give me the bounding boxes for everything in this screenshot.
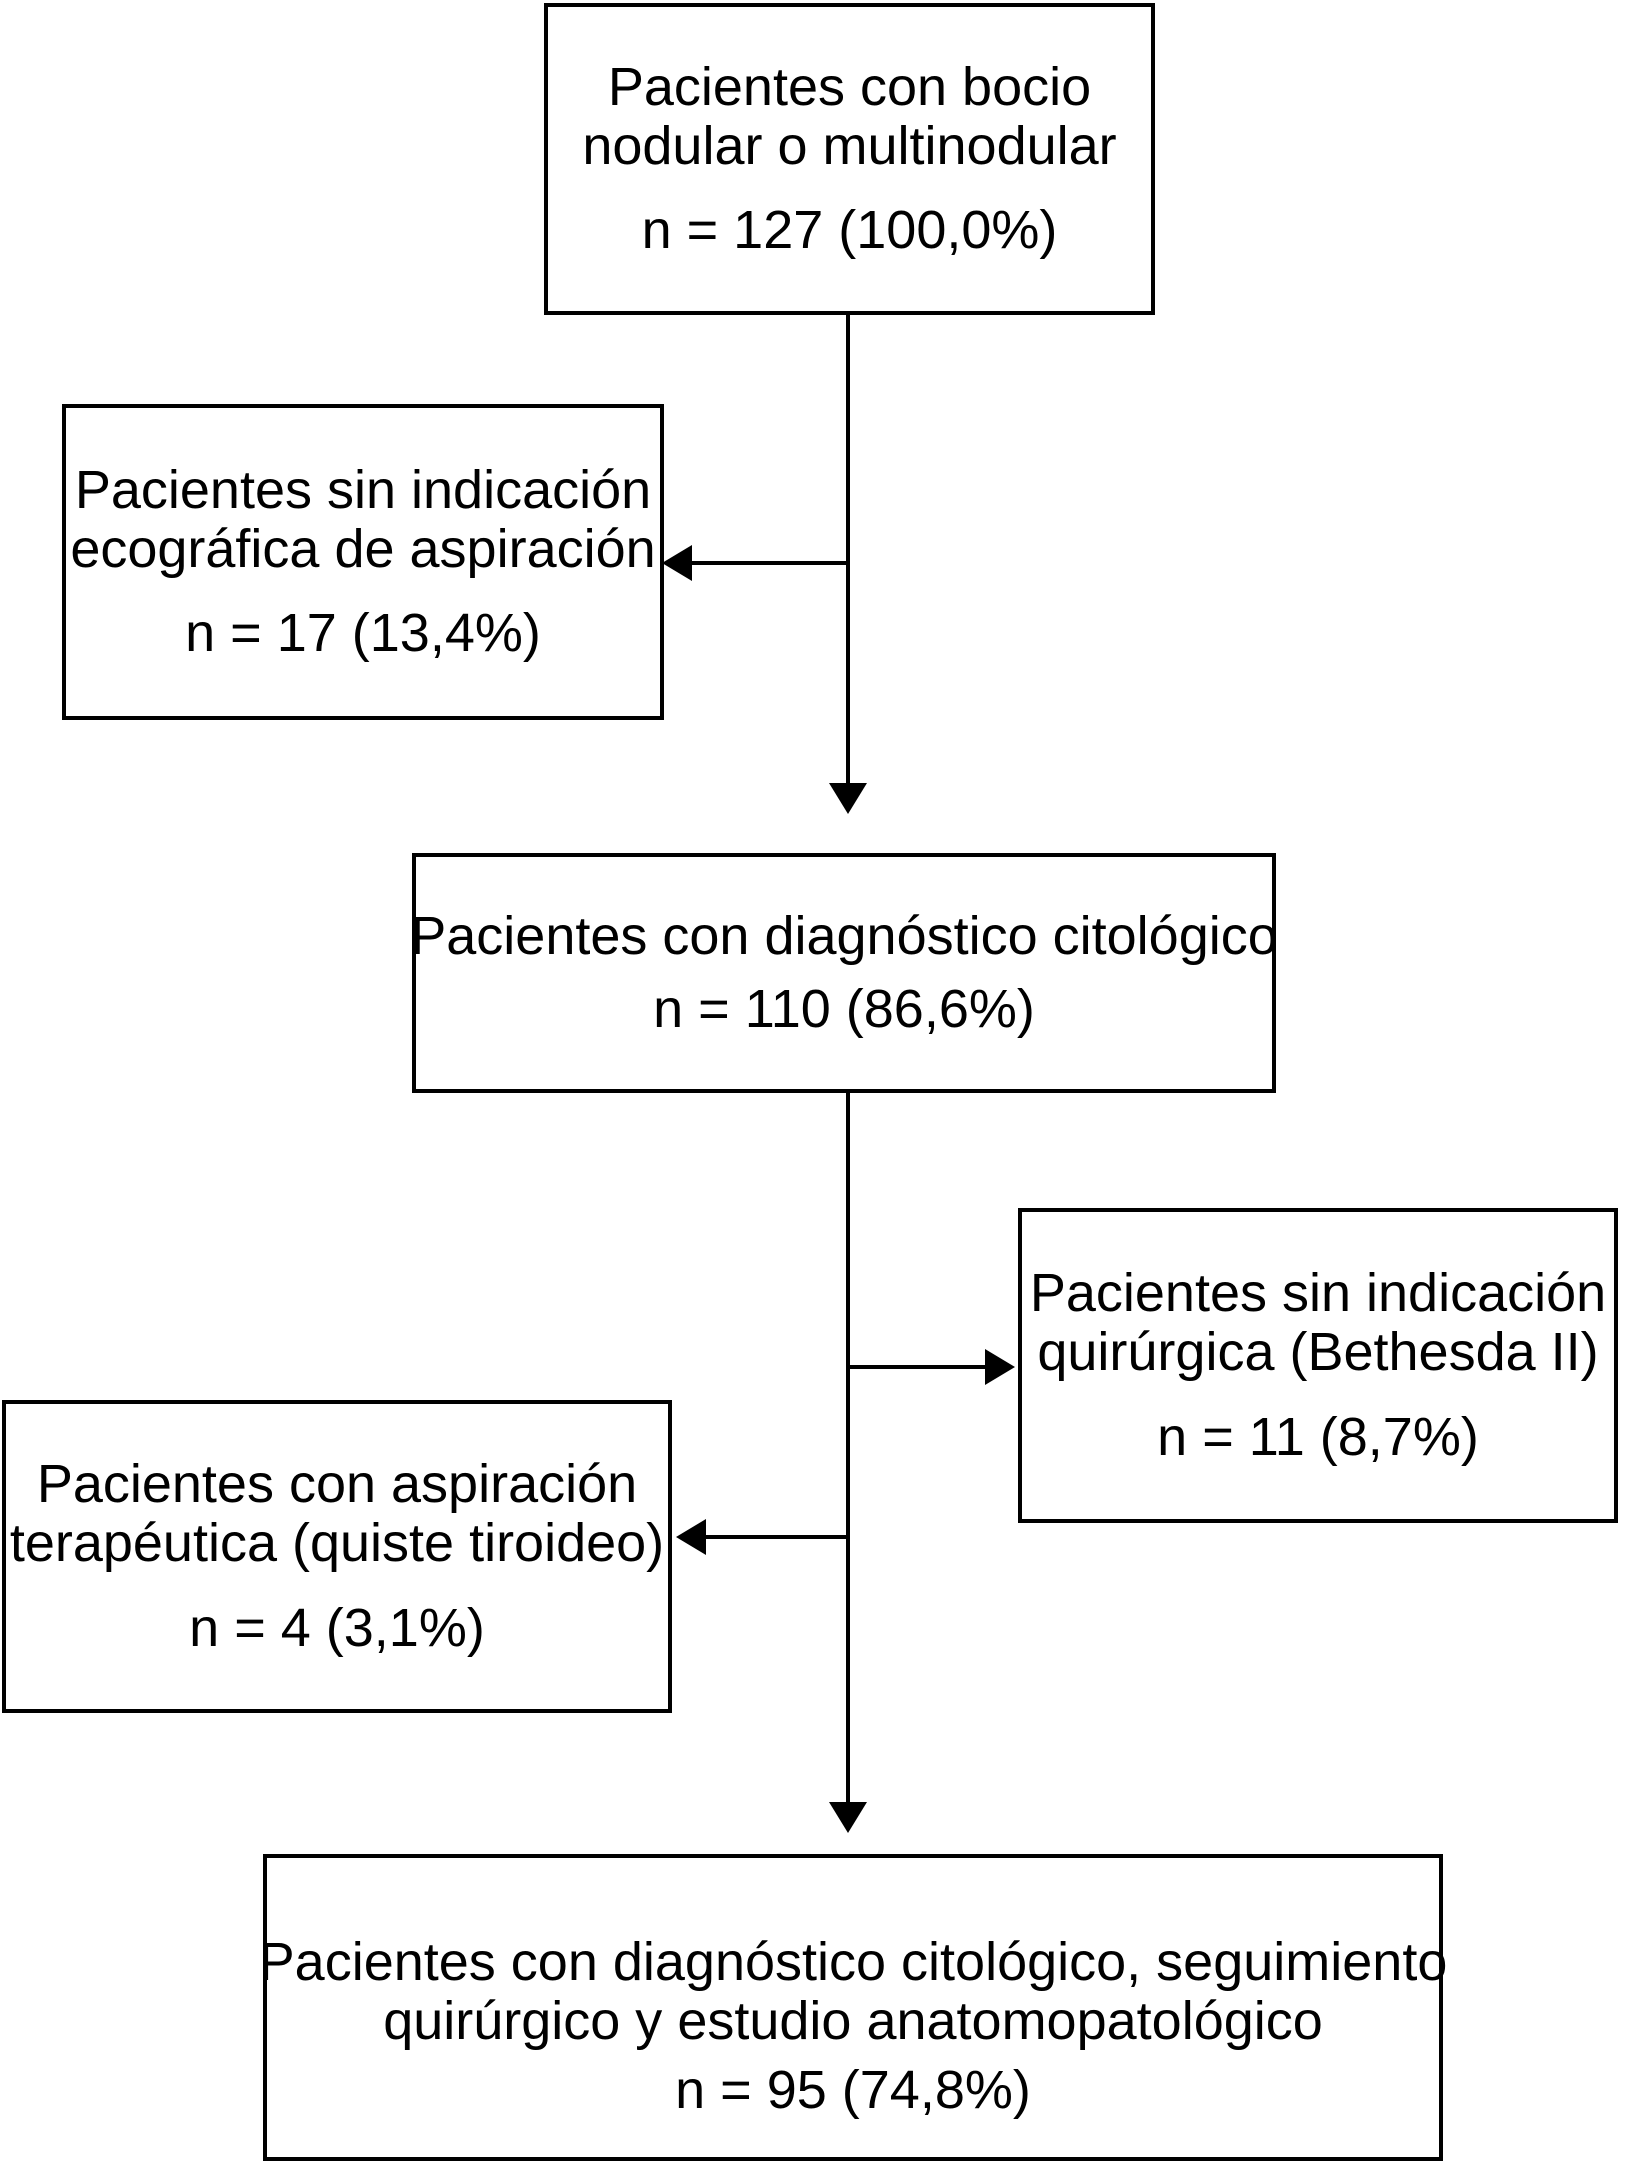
arrowhead-down-to-final-icon	[829, 1802, 867, 1833]
box-n-value: n = 127 (100,0%)	[641, 200, 1058, 261]
box-title-line: Pacientes con diagnóstico citológico, se…	[258, 1932, 1448, 1993]
box-title-line: terapéutica (quiste tiroideo)	[9, 1513, 665, 1574]
box-therapeutic-aspiration: Pacientes con aspiración terapéutica (qu…	[2, 1400, 672, 1713]
arrowhead-left-to-no-ultrasound-icon	[662, 545, 692, 581]
box-n-value: n = 17 (13,4%)	[185, 603, 541, 664]
box-n-value: n = 4 (3,1%)	[189, 1597, 485, 1658]
box-title-line: Pacientes sin indicación	[1029, 1263, 1607, 1324]
box-title-line: nodular o multinodular	[582, 115, 1117, 176]
arrowhead-right-to-no-surgical-icon	[985, 1349, 1015, 1385]
box-no-surgical-indication: Pacientes sin indicación quirúrgica (Bet…	[1018, 1208, 1618, 1523]
box-final-cohort: Pacientes con diagnóstico citológico, se…	[259, 1854, 1447, 2161]
box-title-line: Pacientes con diagnóstico citológico	[410, 906, 1278, 967]
connector-to-therapeutic-aspiration	[706, 1535, 848, 1539]
connector-to-no-surgical	[848, 1365, 985, 1369]
box-title-line: Pacientes sin indicación	[74, 459, 652, 520]
arrowhead-down-to-cytology-icon	[829, 783, 867, 814]
box-n-value: n = 110 (86,6%)	[653, 979, 1035, 1039]
box-n-value: n = 11 (8,7%)	[1157, 1406, 1479, 1467]
box-title-line: ecográfica de aspiración	[70, 518, 656, 579]
box-title-line: quirúrgica (Bethesda II)	[1037, 1322, 1599, 1383]
box-title-line: Pacientes con aspiración	[36, 1454, 638, 1515]
box-no-ultrasound-indication: Pacientes sin indicación ecográfica de a…	[62, 404, 664, 720]
box-title-line: Pacientes con bocio	[607, 56, 1092, 117]
box-title-line: quirúrgico y estudio anatomopatológico	[383, 1991, 1323, 2052]
connector-root-to-cytology	[846, 315, 850, 783]
connector-cytology-to-final	[846, 1093, 850, 1802]
arrowhead-left-to-therapeutic-aspiration-icon	[676, 1519, 706, 1555]
box-n-value: n = 95 (74,8%)	[675, 2059, 1031, 2120]
connector-to-no-ultrasound	[692, 561, 848, 565]
box-cytological-diagnosis: Pacientes con diagnóstico citológico n =…	[410, 853, 1278, 1093]
box-patients-nodular-goiter: Pacientes con bocio nodular o multinodul…	[544, 3, 1155, 315]
